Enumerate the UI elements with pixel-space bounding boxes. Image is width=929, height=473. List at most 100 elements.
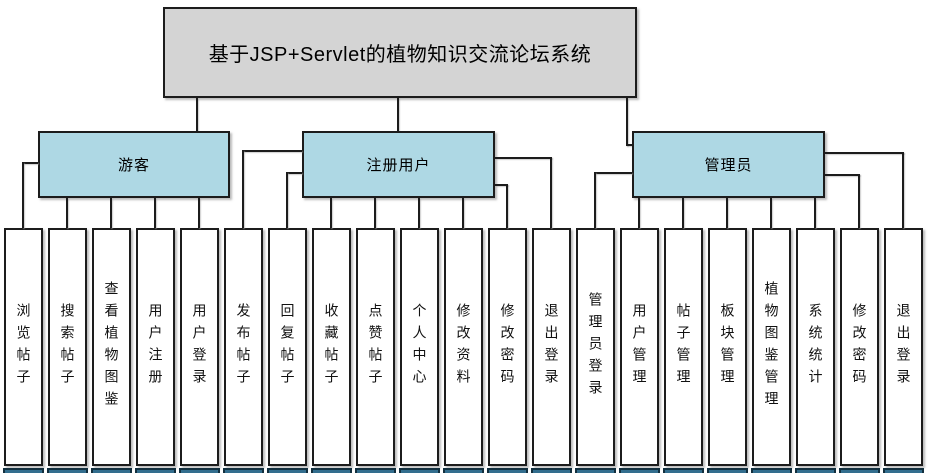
branch-label: 游客	[117, 157, 150, 174]
leaf-label: 帖子管理	[675, 303, 692, 391]
leaf-label: 查看植物图鉴	[103, 281, 120, 413]
connector-line	[682, 198, 684, 228]
cutoff-box-top	[443, 468, 484, 473]
connector-line	[858, 174, 860, 228]
root-node: 基于JSP+Servlet的植物知识交流论坛系统	[163, 7, 637, 98]
cutoff-box-top	[839, 468, 880, 473]
connector-line	[286, 172, 288, 228]
leaf-node: 管理员登录	[576, 228, 615, 466]
leaf-label: 发布帖子	[235, 303, 252, 391]
connector-line	[154, 198, 156, 228]
cutoff-box-top	[355, 468, 396, 473]
leaf-label: 用户注册	[147, 303, 164, 391]
cutoff-box-top	[91, 468, 132, 473]
connector-line	[110, 198, 112, 228]
cutoff-box-top	[135, 468, 176, 473]
branch-label: 注册用户	[366, 157, 431, 174]
leaf-label: 搜索帖子	[59, 303, 76, 391]
leaf-label: 修改资料	[455, 303, 472, 391]
connector-line	[506, 184, 508, 228]
leaf-node: 退出登录	[532, 228, 571, 466]
connector-line	[594, 172, 632, 174]
connector-line	[22, 162, 38, 164]
connector-line	[594, 172, 596, 228]
cutoff-box-top	[531, 468, 572, 473]
cutoff-box-top	[575, 468, 616, 473]
branch-label: 管理员	[704, 157, 753, 174]
leaf-label: 收藏帖子	[323, 303, 340, 391]
connector-line	[638, 198, 640, 228]
cutoff-box-top	[487, 468, 528, 473]
connector-line	[330, 198, 332, 228]
leaf-label: 植物图鉴管理	[763, 281, 780, 413]
cutoff-box-top	[751, 468, 792, 473]
leaf-label: 个人中心	[411, 303, 428, 391]
cutoff-box-top	[3, 468, 44, 473]
connector-line	[770, 198, 772, 228]
connector-line	[726, 198, 728, 228]
leaf-node: 板块管理	[708, 228, 747, 466]
connector-line	[198, 198, 200, 228]
leaf-node: 浏览帖子	[4, 228, 43, 466]
connector-line	[418, 198, 420, 228]
connector-line	[196, 98, 198, 133]
connector-line	[626, 144, 632, 146]
leaf-node: 个人中心	[400, 228, 439, 466]
leaf-node: 用户管理	[620, 228, 659, 466]
connector-line	[902, 152, 904, 228]
connector-line	[462, 198, 464, 228]
cutoff-box-top	[399, 468, 440, 473]
connector-line	[22, 162, 24, 228]
connector-line	[825, 152, 904, 154]
leaf-node: 用户注册	[136, 228, 175, 466]
leaf-label: 管理员登录	[587, 292, 604, 402]
leaf-node: 帖子管理	[664, 228, 703, 466]
connector-line	[286, 172, 302, 174]
leaf-label: 退出登录	[895, 303, 912, 391]
cutoff-box-top	[311, 468, 352, 473]
connector-line	[825, 174, 860, 176]
connector-line	[495, 157, 552, 159]
leaf-label: 用户登录	[191, 303, 208, 391]
cutoff-box-top	[707, 468, 748, 473]
connector-line	[495, 184, 508, 186]
leaf-label: 修改密码	[851, 303, 868, 391]
leaf-node: 发布帖子	[224, 228, 263, 466]
cutoff-box-top	[663, 468, 704, 473]
leaf-label: 板块管理	[719, 303, 736, 391]
leaf-node: 回复帖子	[268, 228, 307, 466]
leaf-node: 收藏帖子	[312, 228, 351, 466]
branch-node-1: 游客	[38, 131, 230, 198]
cutoff-box-top	[223, 468, 264, 473]
leaf-node: 修改密码	[840, 228, 879, 466]
cutoff-box-top	[179, 468, 220, 473]
leaf-node: 植物图鉴管理	[752, 228, 791, 466]
cutoff-box-top	[619, 468, 660, 473]
connector-line	[66, 198, 68, 228]
branch-node-3: 管理员	[632, 131, 825, 198]
cutoff-box-top	[795, 468, 836, 473]
leaf-node: 用户登录	[180, 228, 219, 466]
connector-line	[397, 98, 399, 133]
leaf-node: 点赞帖子	[356, 228, 395, 466]
leaf-label: 回复帖子	[279, 303, 296, 391]
leaf-node: 退出登录	[884, 228, 923, 466]
leaf-label: 用户管理	[631, 303, 648, 391]
connector-line	[374, 198, 376, 228]
leaf-label: 点赞帖子	[367, 303, 384, 391]
connector-line	[814, 198, 816, 228]
connector-line	[242, 150, 244, 228]
cutoff-box-top	[883, 468, 924, 473]
connector-line	[626, 98, 628, 146]
leaf-node: 搜索帖子	[48, 228, 87, 466]
leaf-label: 退出登录	[543, 303, 560, 391]
leaf-node: 修改资料	[444, 228, 483, 466]
root-title: 基于JSP+Servlet的植物知识交流论坛系统	[208, 44, 592, 66]
leaf-label: 修改密码	[499, 303, 516, 391]
leaf-label: 浏览帖子	[15, 303, 32, 391]
cutoff-box-top	[47, 468, 88, 473]
leaf-node: 系统统计	[796, 228, 835, 466]
connector-line	[550, 157, 552, 228]
branch-node-2: 注册用户	[302, 131, 495, 198]
